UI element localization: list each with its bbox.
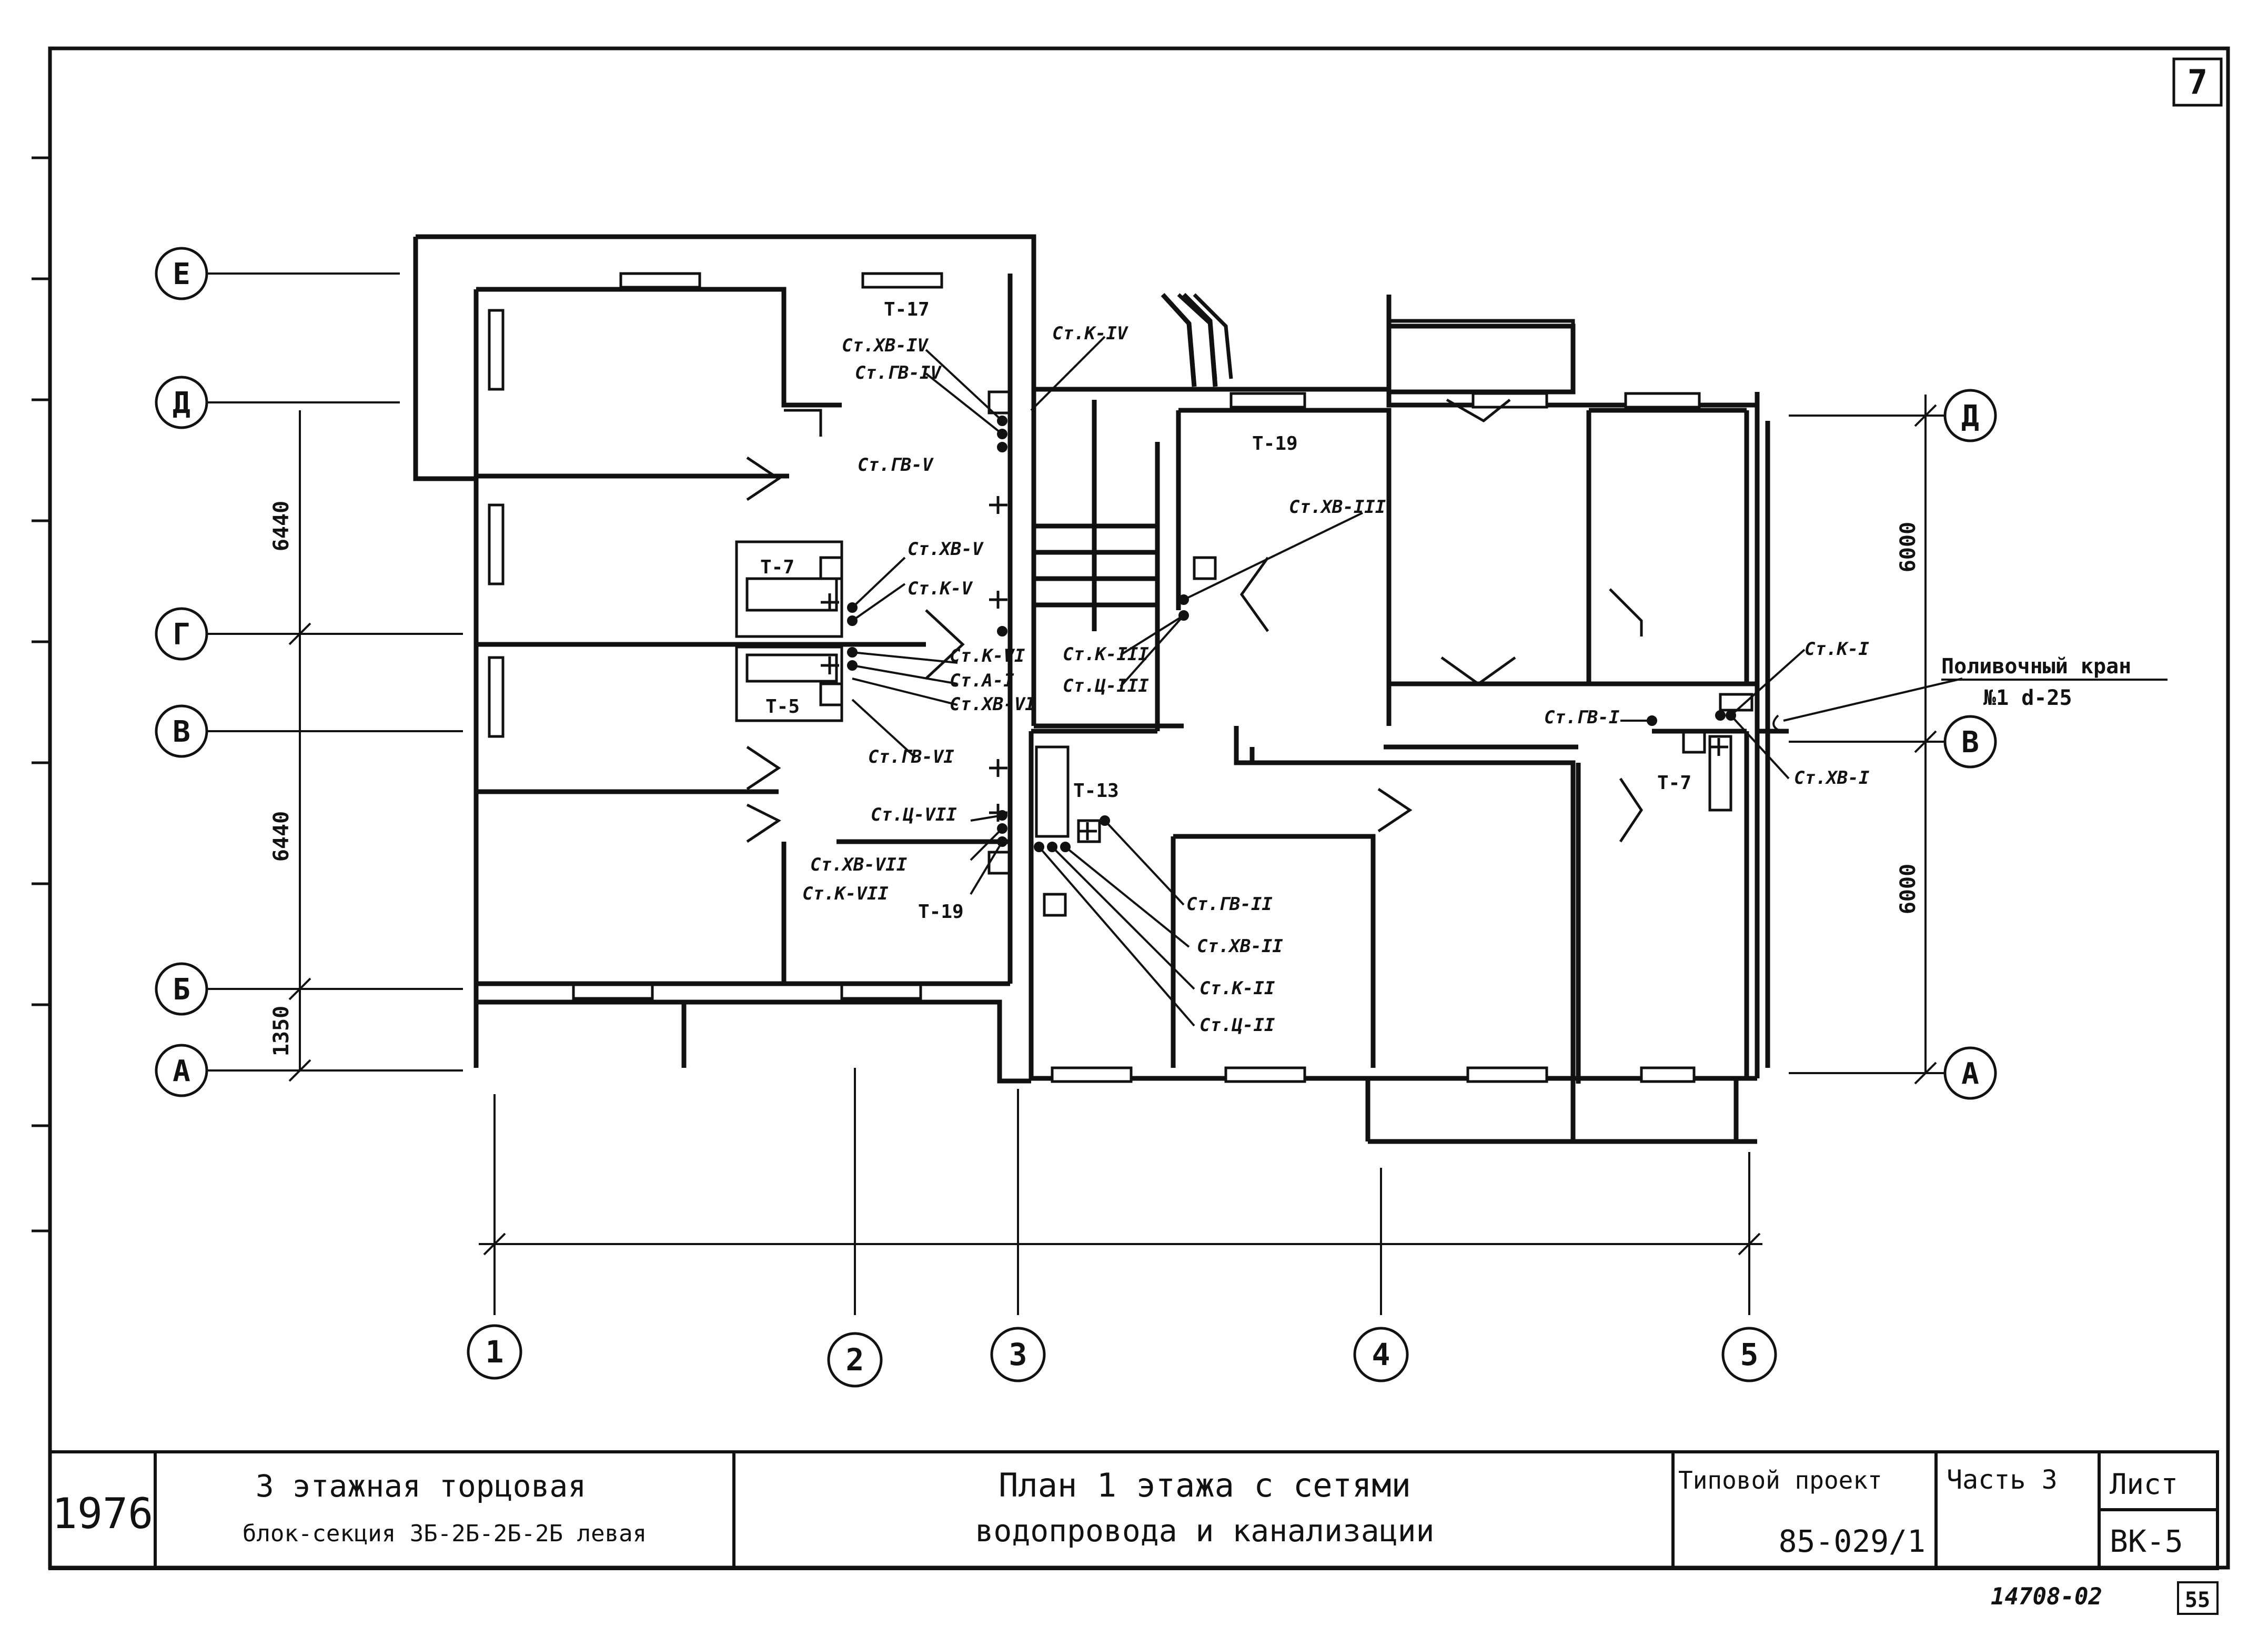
axis-number-4: 4	[1372, 1337, 1390, 1372]
axis-bubbles-letters	[155, 247, 1997, 1100]
axis-label-g: Г	[173, 618, 190, 652]
dimension-r1: 6000	[1896, 522, 1920, 572]
hose-tap-label-line1: Поливочный кран	[1941, 654, 2131, 679]
axis-lines	[208, 272, 1947, 1315]
axis-number-3: 3	[1009, 1337, 1027, 1372]
room-t7-right: Т-7	[1657, 772, 1691, 794]
sheet-number: 7	[2188, 63, 2208, 102]
title-block-building-line1: 3 этажная торцовая	[256, 1468, 587, 1504]
axis-label-e: Е	[173, 257, 190, 291]
room-t13: Т-13	[1073, 780, 1119, 802]
drawing-frame	[32, 46, 2230, 1615]
riser-label-gv5: Ст.ГВ-V	[858, 454, 934, 476]
dimension-d2: 6440	[269, 811, 294, 862]
title-block-year: 1976	[52, 1489, 154, 1538]
riser-label-xv5: Ст.ХВ-V	[908, 539, 984, 560]
riser-label-xv6: Ст.ХВ-VI	[950, 694, 1036, 715]
hose-tap-label-line2: №1 d-25	[1983, 686, 2072, 710]
riser-label-xv7: Ст.ХВ-VII	[810, 854, 908, 875]
axis-label-v-right: В	[1961, 725, 1979, 760]
riser-label-gv2: Ст.ГВ-II	[1186, 894, 1273, 915]
riser-label-c2: Ст.Ц-II	[1199, 1015, 1275, 1036]
room-t5: Т-5	[765, 696, 800, 718]
axis-label-a: А	[173, 1054, 190, 1088]
page-number: 55	[2185, 1588, 2210, 1612]
title-block-sheet-code: ВК-5	[2110, 1523, 2183, 1559]
dimension-r2: 6000	[1896, 864, 1920, 914]
riser-label-gv4: Ст.ГВ-IV	[855, 362, 942, 383]
riser-label-c7: Ст.Ц-VII	[871, 804, 957, 825]
axis-number-2: 2	[846, 1342, 864, 1378]
leader-lines	[851, 336, 1963, 1027]
inventory-code: 14708-02	[1991, 1583, 2102, 1610]
doors	[746, 398, 1644, 843]
dimension-d1: 6440	[269, 501, 294, 551]
windows	[488, 272, 1701, 1083]
dimension-d3: 1350	[269, 1006, 294, 1056]
title-block-drawing-line2: водопровода и канализации	[975, 1513, 1435, 1549]
axis-label-d-right: Д	[1961, 399, 1979, 433]
riser-label-k6: Ст.К-VI	[950, 645, 1025, 666]
axis-label-a-right: А	[1961, 1057, 1979, 1091]
balconies	[1177, 293, 1575, 389]
room-t17: Т-17	[884, 299, 930, 320]
riser-label-k7: Ст.К-VII	[802, 883, 889, 904]
room-t19-right: Т-19	[1252, 433, 1298, 454]
riser-label-xv4: Ст.ХВ-IV	[842, 335, 929, 356]
room-t7-left: Т-7	[760, 557, 794, 578]
axis-number-1: 1	[486, 1334, 504, 1370]
riser-label-k5: Ст.К-V	[908, 578, 973, 599]
axis-bubbles-numbers	[467, 1324, 1777, 1388]
riser-label-xv1: Ст.ХВ-I	[1794, 767, 1870, 789]
riser-label-xv3: Ст.ХВ-III	[1289, 497, 1386, 518]
title-block-sheet-label: Лист	[2110, 1468, 2178, 1501]
riser-label-xv2: Ст.ХВ-II	[1197, 936, 1283, 957]
riser-label-gv1: Ст.ГВ-I	[1544, 707, 1620, 728]
risers	[847, 416, 1736, 852]
riser-label-k3: Ст.К-III	[1063, 644, 1149, 665]
title-block-building-line2: блок-секция 3Б-2Б-2Б-2Б левая	[243, 1520, 647, 1547]
riser-label-k2: Ст.К-II	[1199, 978, 1275, 999]
axis-number-5: 5	[1740, 1337, 1759, 1372]
riser-label-k1: Ст.К-I	[1805, 639, 1869, 660]
riser-label-a1: Ст.А-I	[950, 670, 1014, 691]
riser-label-c3: Ст.Ц-III	[1063, 675, 1149, 696]
title-block-drawing-line1: План 1 этажа с сетями	[999, 1466, 1411, 1504]
title-block-part: Часть 3	[1947, 1464, 2058, 1495]
riser-label-k4: Ст.К-IV	[1052, 323, 1128, 344]
axis-label-d: Д	[173, 386, 190, 420]
room-t19-left: Т-19	[918, 901, 964, 923]
title-block-project-number: 85-029/1	[1779, 1523, 1926, 1559]
axis-label-b: Б	[173, 973, 190, 1007]
title-block-project-label: Типовой проект	[1678, 1466, 1882, 1494]
axis-label-v: В	[173, 715, 190, 749]
title-block	[48, 1450, 2219, 1570]
riser-label-gv6: Ст.ГВ-VI	[868, 746, 954, 767]
